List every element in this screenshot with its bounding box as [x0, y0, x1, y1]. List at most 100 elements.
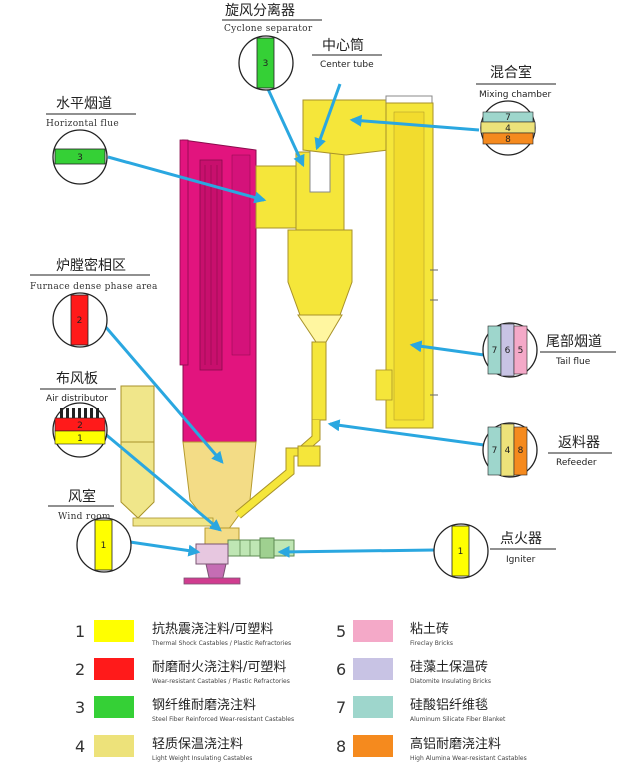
legend-swatch-2 — [94, 658, 134, 680]
svg-text:5: 5 — [336, 622, 346, 641]
svg-text:8: 8 — [505, 135, 511, 145]
svg-text:7: 7 — [492, 346, 498, 356]
legend-swatch-6 — [353, 658, 393, 680]
igniter-pipe — [227, 537, 295, 559]
svg-text:8: 8 — [336, 737, 346, 756]
furnace-dense-label-en: Furnace dense phase area — [30, 282, 158, 292]
legend-item-6: 6 硅藻土保温砖 Diatomite Insulating Bricks — [336, 658, 491, 685]
callout-center-tube: 中心筒 Center tube — [312, 37, 382, 70]
horizontal-flue-layer-3 — [54, 148, 106, 165]
horizontal-flue-label-en: Horizontal flue — [46, 119, 119, 129]
legend-swatch-8 — [353, 735, 393, 757]
svg-text:4: 4 — [505, 446, 511, 456]
arrow-igniter — [277, 545, 436, 558]
svg-text:1: 1 — [77, 434, 83, 444]
svg-text:3: 3 — [75, 698, 85, 717]
refeeder-label-en: Refeeder — [556, 458, 597, 468]
center-tube-label-cn: 中心筒 — [322, 37, 364, 54]
legend-item-4: 4 轻质保温浇注料 Light Weight Insulating Castab… — [75, 735, 252, 762]
legend-item-7: 7 硅酸铝纤维毯 Aluminum Silicate Fiber Blanket — [336, 696, 506, 723]
svg-text:6: 6 — [336, 660, 346, 679]
legend-swatch-4 — [94, 735, 134, 757]
svg-text:1: 1 — [101, 541, 107, 551]
svg-text:Thermal Shock Castables / Plas: Thermal Shock Castables / Plastic Refrac… — [151, 640, 291, 647]
legend-item-1: 1 抗热震浇注料/可塑料 Thermal Shock Castables / P… — [75, 620, 291, 647]
svg-text:Light Weight Insulating Castab: Light Weight Insulating Castables — [152, 755, 252, 762]
svg-text:硅藻土保温砖: 硅藻土保温砖 — [410, 660, 488, 675]
svg-text:1: 1 — [458, 547, 464, 557]
svg-text:7: 7 — [336, 698, 346, 717]
refeeder-layer-8 — [513, 426, 528, 476]
refeeder-loop — [235, 420, 321, 519]
cyclone-layer-3 — [256, 37, 275, 89]
mixing-label-en: Mixing chamber — [479, 90, 552, 100]
svg-text:抗热震浇注料/可塑料: 抗热震浇注料/可塑料 — [152, 622, 273, 637]
svg-text:Aluminum Silicate Fiber Blanke: Aluminum Silicate Fiber Blanket — [410, 716, 506, 723]
mixing-layer-8 — [482, 132, 534, 145]
cyclone-label-cn: 旋风分离器 — [225, 2, 295, 19]
legend-swatch-7 — [353, 696, 393, 718]
svg-text:轻质保温浇注料: 轻质保温浇注料 — [152, 737, 243, 752]
svg-text:粘土砖: 粘土砖 — [410, 622, 449, 637]
air-distributor-holes — [60, 408, 99, 418]
svg-text:2: 2 — [77, 421, 83, 431]
tail-flue-label-en: Tail flue — [555, 357, 591, 367]
arrow-wind-room — [129, 540, 201, 557]
legend-swatch-3 — [94, 696, 134, 718]
legend-item-5: 5 粘土砖 Fireclay Bricks — [336, 620, 453, 647]
svg-text:Wear-resistant Castables / Pla: Wear-resistant Castables / Plastic Refra… — [152, 678, 290, 685]
legend-swatch-1 — [94, 620, 134, 642]
svg-text:3: 3 — [77, 153, 83, 163]
wind-room-layer-1 — [94, 519, 113, 571]
callout-cyclone: 旋风分离器 Cyclone separator 3 — [222, 2, 322, 91]
callout-tail-flue: 7 6 5 尾部烟道 Tail flue — [482, 322, 616, 378]
svg-text:6: 6 — [505, 346, 511, 356]
arrow-cyclone — [260, 75, 305, 168]
svg-text:Diatomite Insulating Bricks: Diatomite Insulating Bricks — [410, 678, 491, 685]
svg-text:5: 5 — [518, 346, 524, 356]
air-distributor-label-cn: 布风板 — [56, 371, 98, 387]
tail-flue-layer-5 — [513, 325, 528, 375]
legend-item-3: 3 钢纤维耐磨浇注料 Steel Fiber Reinforced Wear-r… — [75, 696, 294, 723]
callout-igniter: 1 点火器 Igniter — [433, 523, 556, 579]
wind-room-label-cn: 风室 — [68, 488, 96, 505]
svg-text:High Alumina Wear-resistant Ca: High Alumina Wear-resistant Castables — [410, 755, 527, 762]
arrow-mixing — [349, 114, 480, 132]
callout-horizontal-flue: 水平烟道 Horizontal flue 3 — [46, 96, 136, 185]
igniter-label-en: Igniter — [506, 555, 536, 565]
igniter-layer-1 — [451, 525, 470, 577]
legend-item-2: 2 耐磨耐火浇注料/可塑料 Wear-resistant Castables /… — [75, 658, 290, 685]
pointer-arrows — [96, 75, 485, 558]
refeeder-label-cn: 返料器 — [558, 435, 600, 451]
svg-text:7: 7 — [492, 446, 498, 456]
svg-text:Steel Fiber Reinforced Wear-re: Steel Fiber Reinforced Wear-resistant Ca… — [152, 716, 294, 723]
callout-mixing: 混合室 Mixing chamber 7 4 8 — [476, 64, 556, 156]
svg-text:4: 4 — [75, 737, 85, 756]
svg-text:钢纤维耐磨浇注料: 钢纤维耐磨浇注料 — [152, 698, 256, 713]
callout-air-distributor: 布风板 Air distributor 2 1 — [40, 371, 116, 458]
wind-room-label-en: Wind room — [58, 512, 111, 522]
legend-item-8: 8 高铝耐磨浇注料 High Alumina Wear-resistant Ca… — [336, 735, 527, 762]
material-legend: 1 抗热震浇注料/可塑料 Thermal Shock Castables / P… — [75, 620, 527, 762]
svg-text:2: 2 — [75, 660, 85, 679]
legend-swatch-5 — [353, 620, 393, 642]
air-distributor-layer-1 — [54, 430, 106, 445]
arrow-air-distributor — [97, 426, 222, 532]
svg-text:3: 3 — [263, 59, 269, 69]
svg-text:硅酸铝纤维毯: 硅酸铝纤维毯 — [410, 698, 488, 713]
arrow-center-tube — [314, 83, 342, 151]
arrow-horizontal-flue — [107, 155, 267, 204]
callout-furnace-dense: 炉膛密相区 Furnace dense phase area 2 — [30, 257, 158, 348]
callout-wind-room: 风室 Wind room 1 — [48, 488, 132, 573]
base-fittings — [183, 543, 241, 585]
svg-text:耐磨耐火浇注料/可塑料: 耐磨耐火浇注料/可塑料 — [152, 660, 286, 675]
furnace-dense-phase-cone — [182, 441, 257, 531]
furnace-dense-layer-2 — [70, 294, 89, 346]
svg-text:1: 1 — [75, 622, 85, 641]
svg-text:Fireclay Bricks: Fireclay Bricks — [410, 640, 453, 647]
cyclone-body — [287, 151, 353, 421]
boiler-equipment — [120, 95, 438, 585]
cyclone-label-en: Cyclone separator — [224, 24, 313, 34]
center-tube-label-en: Center tube — [320, 60, 374, 70]
feed-hopper — [120, 385, 214, 527]
